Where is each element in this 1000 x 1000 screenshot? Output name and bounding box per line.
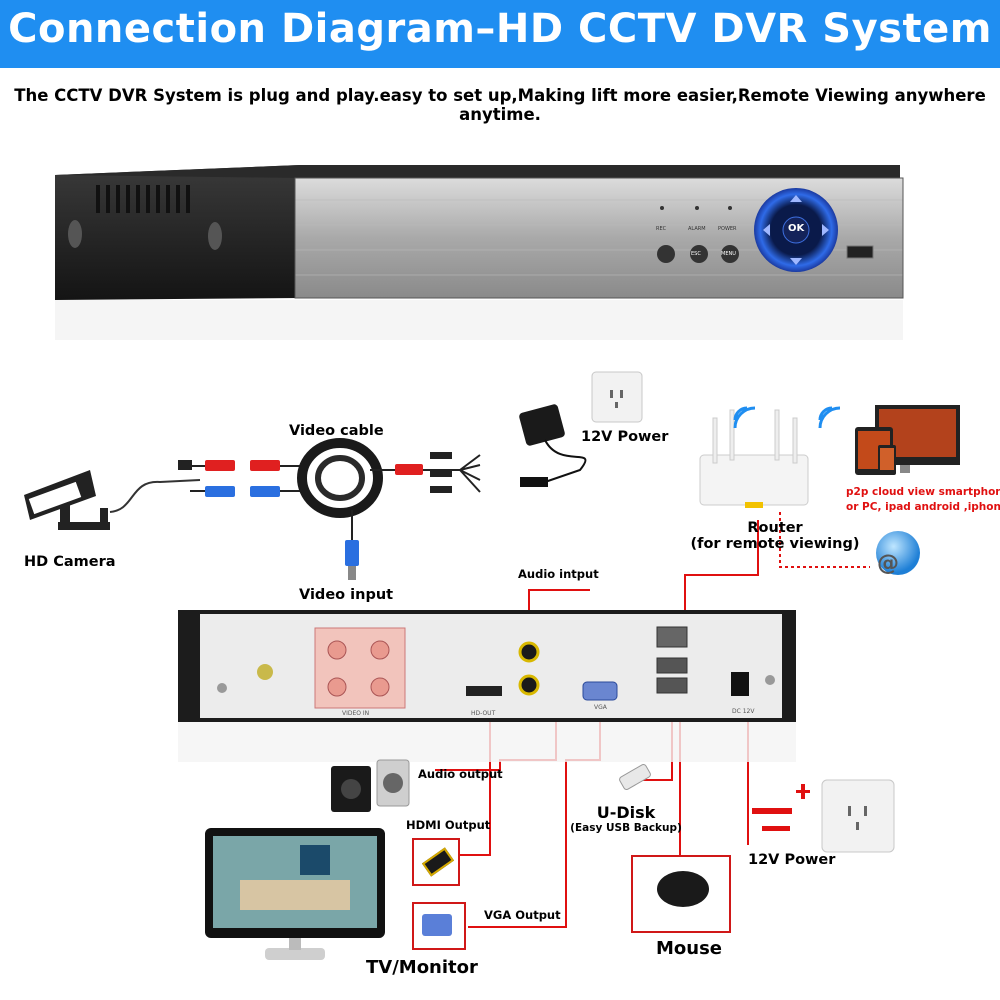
- dvr-rear-panel: [178, 610, 796, 722]
- port-label-dc: DC 12V: [732, 708, 755, 715]
- dvr-front-unit: [55, 165, 904, 300]
- p2p-label: p2p cloud view smartphone or PC, ipad an…: [846, 485, 1000, 515]
- internet-globe-icon: @: [876, 531, 920, 576]
- hdmi-plug-icon: [421, 847, 455, 877]
- wall-outlet-bottom-icon: [821, 779, 895, 853]
- power-bottom-label: 12V Power: [748, 852, 836, 868]
- udisk-label-line2: (Easy USB Backup): [570, 822, 682, 834]
- title-banner: Connection Diagram–HD CCTV DVR System: [0, 0, 1000, 68]
- dc-power-symbol-icon: [752, 784, 810, 831]
- vga-output-label: VGA Output: [484, 908, 561, 922]
- video-input-label: Video input: [299, 587, 394, 603]
- mouse-box: [631, 855, 731, 933]
- led-label-rec: REC: [656, 226, 667, 232]
- router-label-line2: (for remote viewing): [690, 536, 860, 552]
- mouse-label: Mouse: [656, 938, 723, 959]
- tv-monitor-label: TV/Monitor: [366, 957, 478, 978]
- power-top-label: 12V Power: [581, 429, 669, 445]
- video-cable-icon: [178, 438, 481, 580]
- port-label-hd-out: HD-OUT: [471, 710, 496, 717]
- power-adapter-icon: [519, 404, 587, 487]
- tv-monitor-icon: [205, 828, 385, 960]
- router-label: Router (for remote viewing): [690, 520, 860, 552]
- vga-plug-icon: [422, 914, 452, 936]
- remote-devices-icon: [855, 405, 960, 475]
- svg-text:@: @: [877, 551, 899, 576]
- mouse-icon: [657, 871, 709, 907]
- audio-output-label: Audio output: [418, 767, 503, 781]
- hd-camera-icon: [24, 470, 110, 530]
- video-cable-label: Video cable: [289, 423, 384, 439]
- router-icon: [699, 406, 841, 508]
- menu-button: MENU: [721, 251, 736, 257]
- led-label-alarm: ALARM: [688, 226, 706, 232]
- led-label-power: POWER: [718, 226, 737, 232]
- port-label-vga: VGA: [594, 704, 607, 711]
- ok-button: OK: [788, 223, 805, 234]
- speakers-icon: [331, 759, 410, 812]
- p2p-label-line2: or PC, ipad android ,iphone.: [846, 501, 1000, 513]
- vga-connector-box: [412, 902, 466, 950]
- hdmi-output-label: HDMI Output: [406, 818, 491, 832]
- page-title: Connection Diagram–HD CCTV DVR System: [8, 6, 992, 52]
- p2p-label-line1: p2p cloud view smartphone: [846, 486, 1000, 498]
- hd-camera-label: HD Camera: [24, 554, 116, 570]
- esc-button: ESC: [691, 251, 701, 257]
- usb-disk-icon: [619, 764, 651, 790]
- router-label-line1: Router: [747, 520, 803, 536]
- udisk-label-line1: U-Disk: [596, 803, 656, 822]
- udisk-label: U-Disk (Easy USB Backup): [556, 803, 696, 834]
- hdmi-connector-box: [412, 838, 460, 886]
- wall-outlet-top-icon: [591, 371, 643, 423]
- subtitle: The CCTV DVR System is plug and play.eas…: [14, 86, 986, 124]
- port-label-video-in: VIDEO IN: [342, 710, 370, 717]
- audio-input-label: Audio intput: [518, 567, 599, 581]
